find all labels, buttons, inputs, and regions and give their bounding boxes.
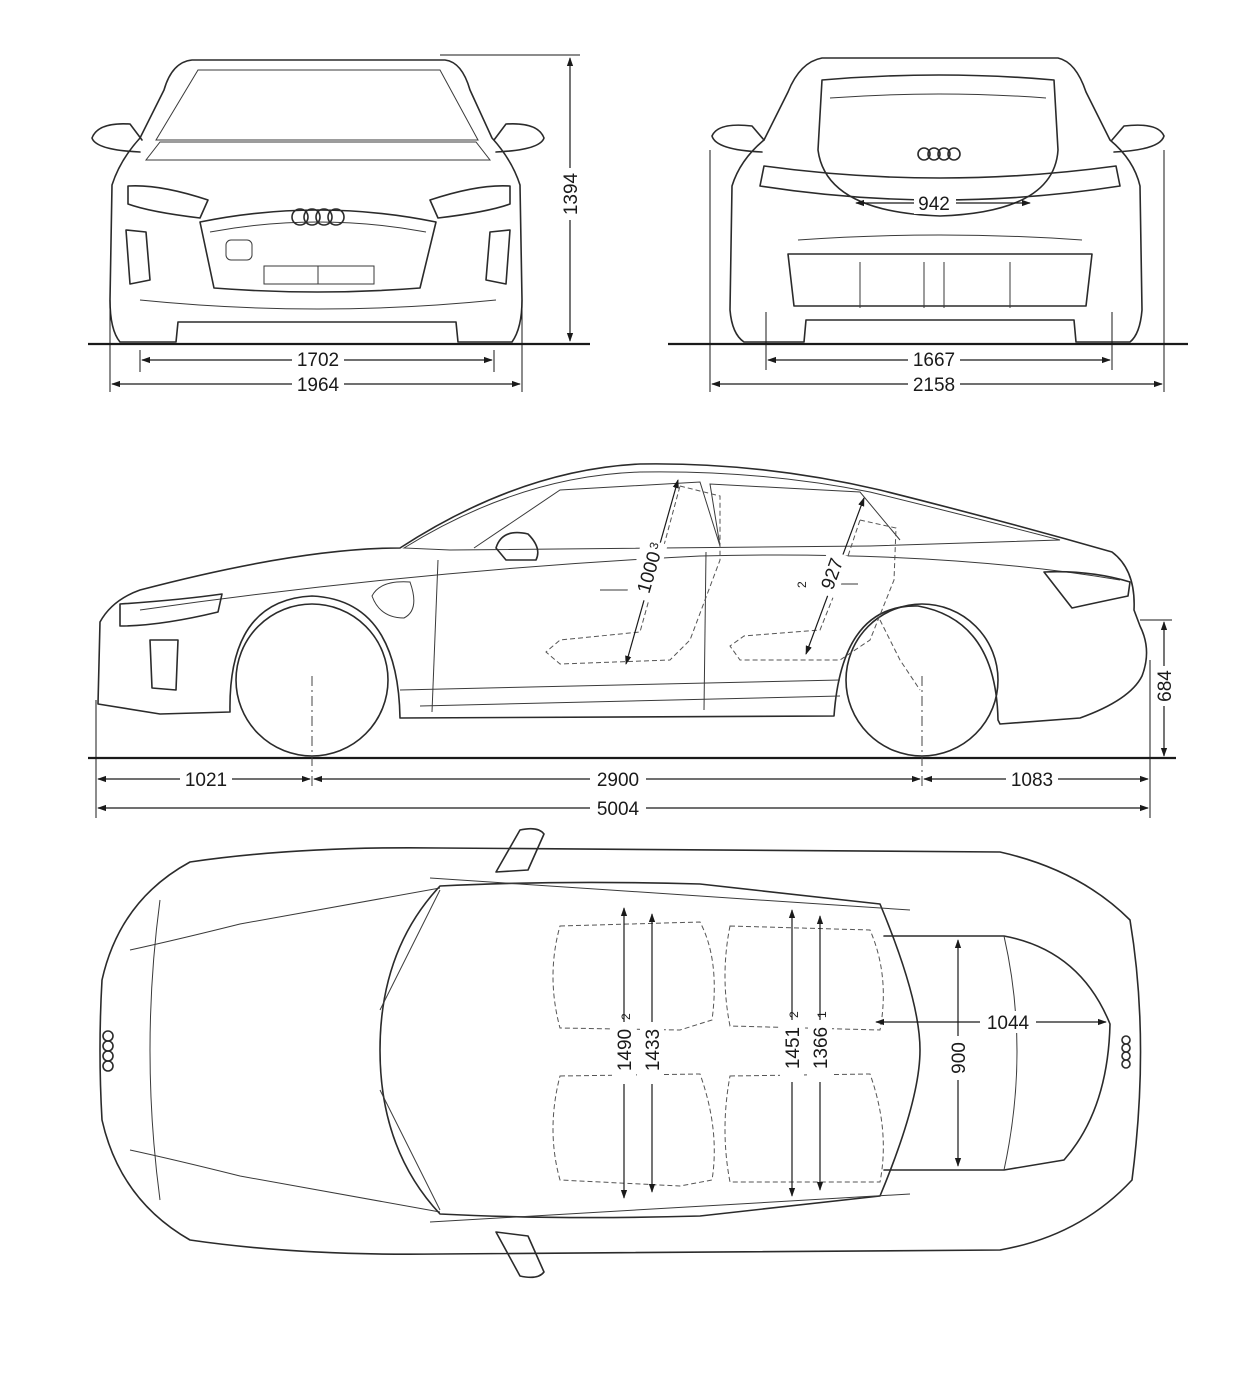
dim-rear-track: 1667: [913, 350, 955, 371]
dim-rear-elbow-note: 1: [815, 1011, 829, 1018]
dim-rear-shoulder-note: 2: [787, 1011, 801, 1018]
dim-front-overhang: 1021: [185, 770, 227, 791]
dim-front-shoulder-note: 2: [619, 1013, 633, 1020]
dim-front-shoulder: 1490: [615, 1029, 636, 1071]
dim-rear-ground-height: 684: [1155, 670, 1176, 702]
dim-rear-shoulder: 1451: [783, 1027, 804, 1069]
dim-rear-overhang: 1083: [1011, 770, 1053, 791]
dim-trunk-length: 1044: [987, 1013, 1030, 1034]
dim-length: 5004: [597, 799, 640, 820]
dim-width-mirrors: 2158: [913, 375, 955, 396]
top-front-audi-rings-icon: [102, 1030, 114, 1072]
dim-front-headroom-note: 3: [646, 540, 661, 551]
front-view: 1394 1702 1964: [88, 54, 590, 396]
dim-rear-headroom: 927: [818, 556, 849, 593]
dim-trunk-width: 900: [949, 1042, 970, 1074]
dim-width: 1964: [297, 375, 340, 396]
rear-audi-rings-icon: [917, 147, 961, 161]
dim-trunk-opening: 942: [918, 194, 950, 215]
dim-rear-headroom-note: 2: [795, 581, 809, 588]
side-view: 1000 3 927 2 684 1021 2900 1083 5004: [88, 463, 1176, 820]
front-audi-rings-icon: [291, 208, 345, 226]
dim-rear-elbow: 1366: [811, 1027, 832, 1069]
dim-front-track: 1702: [297, 350, 339, 371]
top-rear-audi-rings-icon: [1121, 1035, 1131, 1069]
top-view: 1490 2 1433 1451 2 1366 1 1044 900: [99, 827, 1142, 1279]
dim-height: 1394: [561, 172, 582, 215]
dim-wheelbase: 2900: [597, 770, 639, 791]
dim-front-elbow: 1433: [643, 1029, 664, 1071]
rear-view: 942 1667 2158: [668, 57, 1188, 396]
